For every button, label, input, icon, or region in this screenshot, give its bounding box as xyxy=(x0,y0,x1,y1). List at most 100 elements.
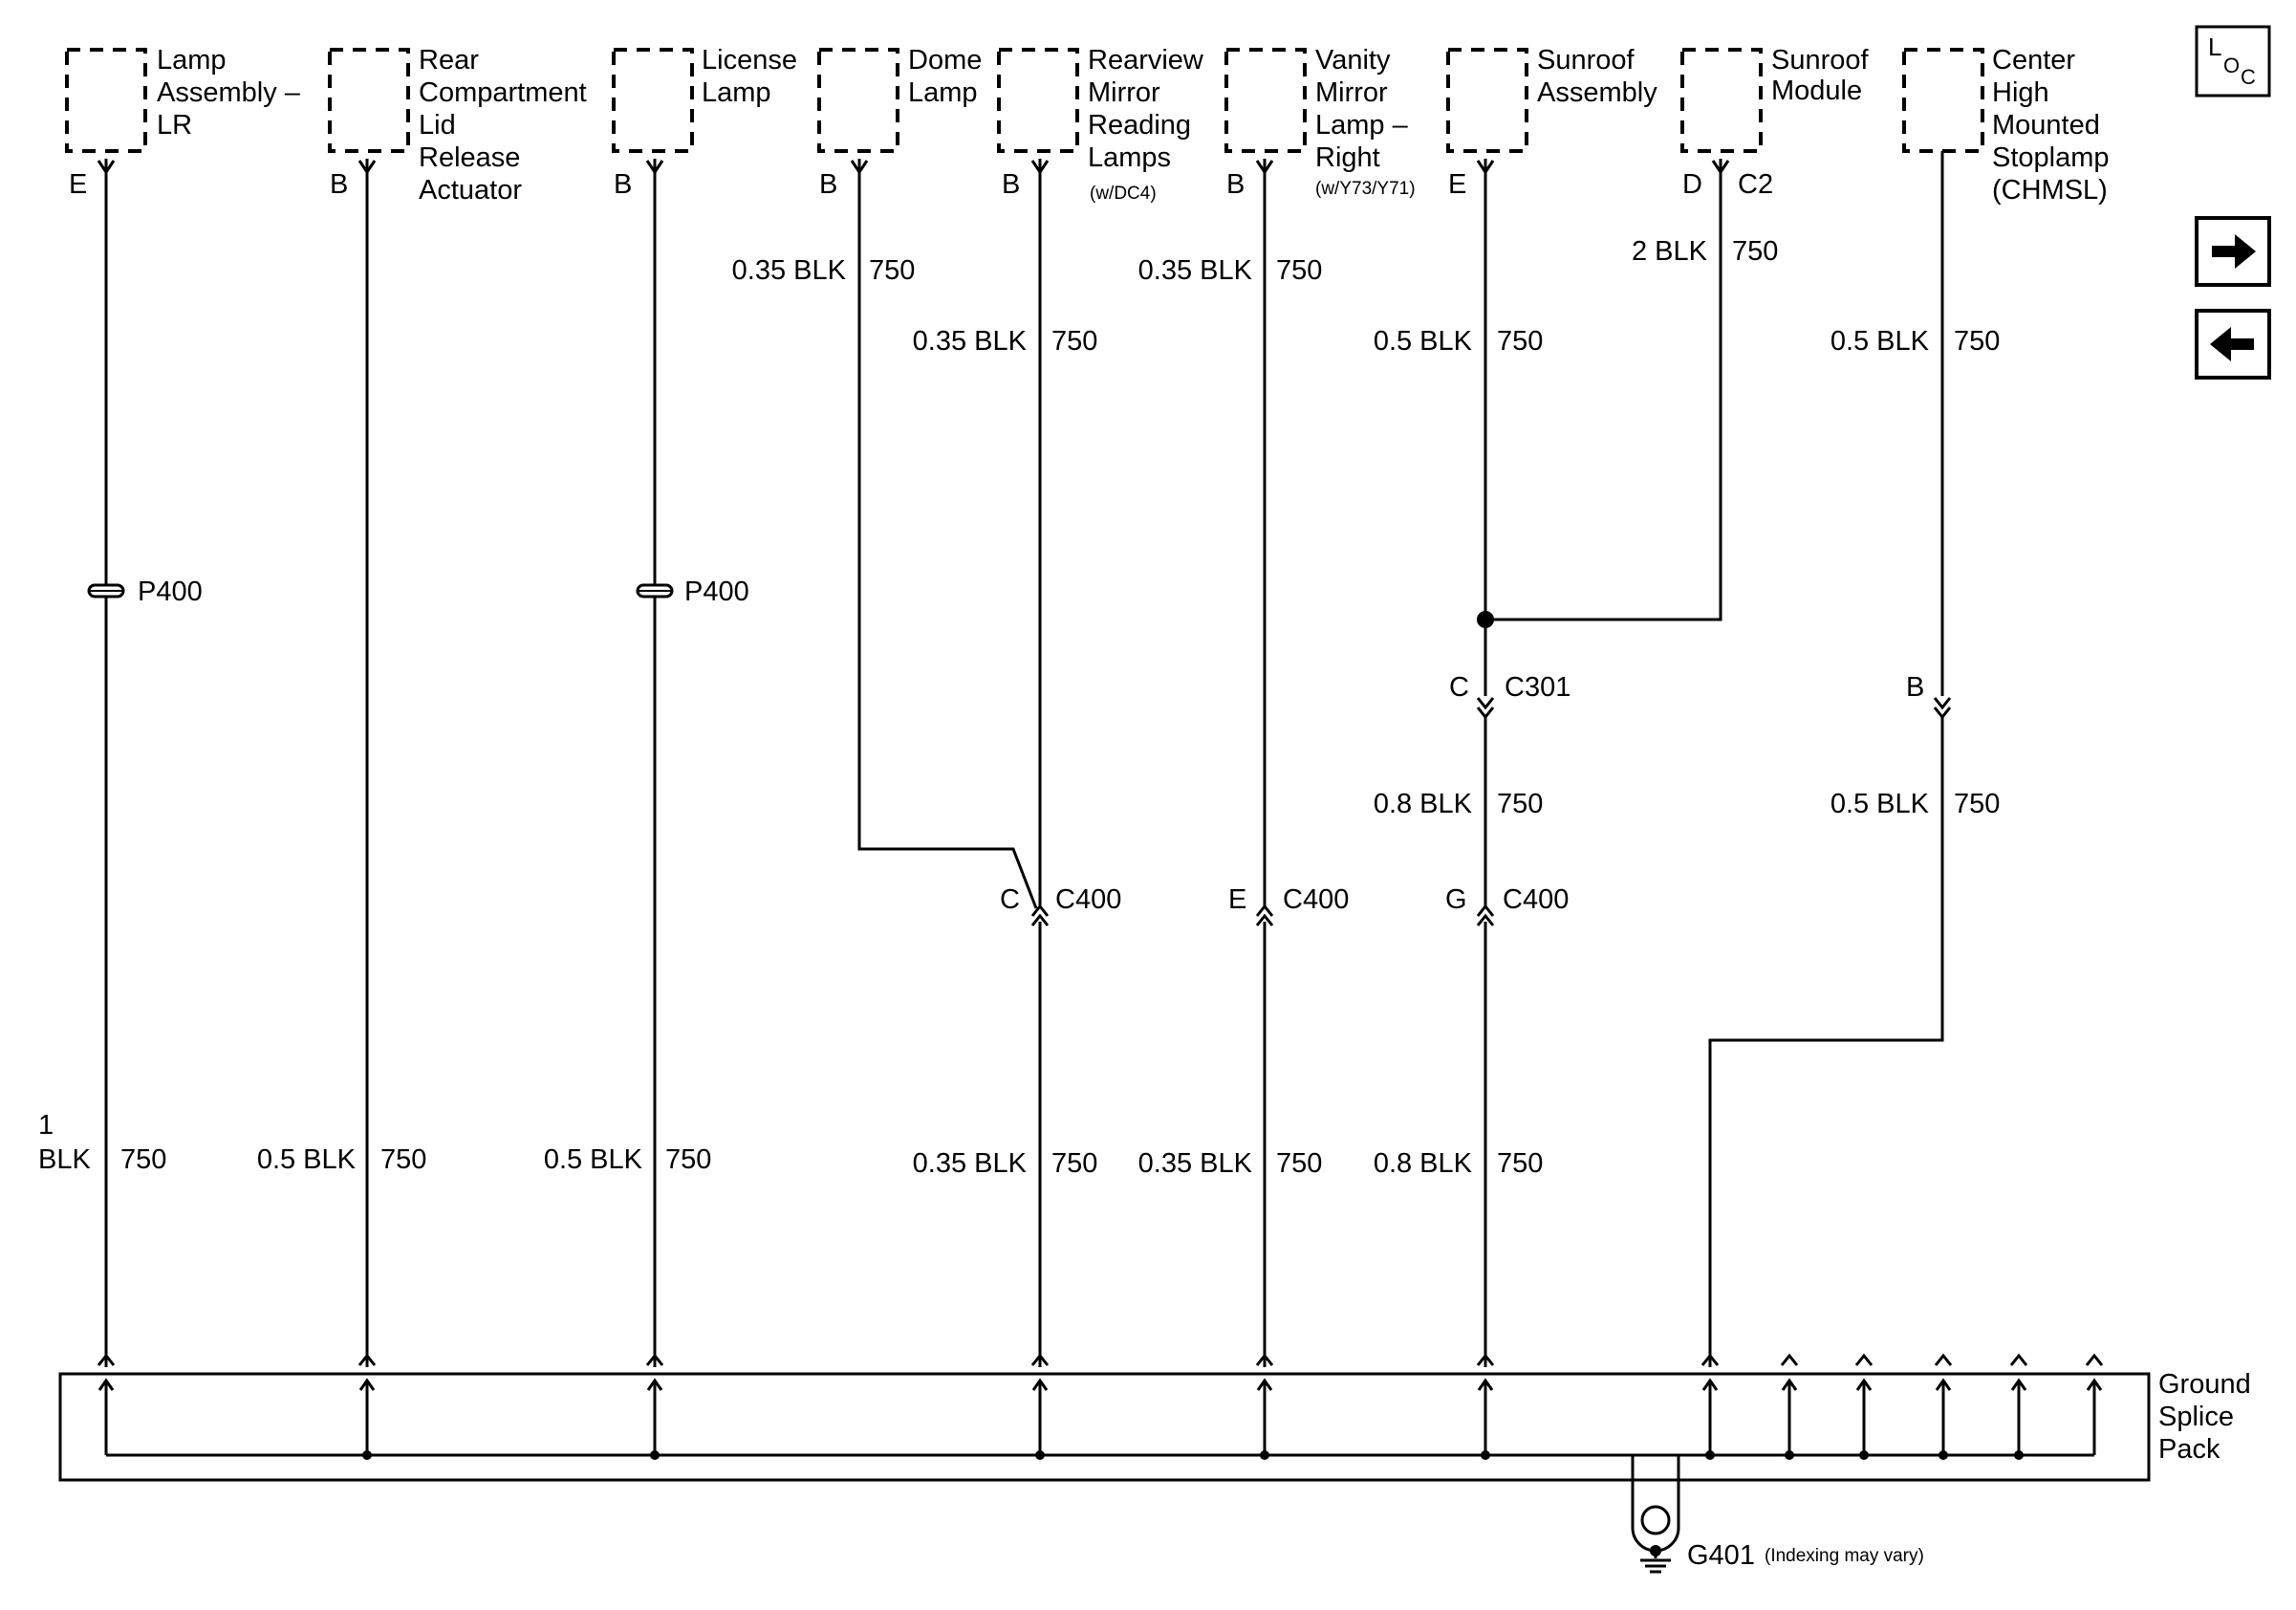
circuit-label-license: 750 xyxy=(665,1144,711,1175)
pin-sunroof-asm: E xyxy=(1448,169,1466,200)
wires xyxy=(104,151,1944,1367)
right-arrow-icon xyxy=(2212,234,2256,269)
lamp-lr-label: Lamp Assembly – LR xyxy=(157,45,308,141)
circuit-label-vanity-upper: 750 xyxy=(1276,255,1322,286)
pin-vanity: B xyxy=(1226,169,1245,200)
sunroof-mod-label: Sunroof Module xyxy=(1771,45,1876,106)
dome-label: Dome Lamp xyxy=(908,45,989,108)
c301-connectors: C C301 B xyxy=(1449,672,1952,720)
circuit-label-sunroof-asm-upper: 750 xyxy=(1497,326,1543,357)
wire-label-dome: 0.35 BLK xyxy=(732,255,847,286)
license-box xyxy=(612,48,694,153)
wire-label-sunroof-lower: 0.8 BLK xyxy=(1374,1148,1473,1179)
wire-label-sunroof-mid: 0.8 BLK xyxy=(1374,789,1473,819)
rearview-label: Rearview Mirror Reading Lamps xyxy=(1088,45,1211,173)
wire-label-vanity-lower: 0.35 BLK xyxy=(1138,1148,1253,1179)
lamp-lr-box xyxy=(65,48,147,153)
c400-rearview-pin: C xyxy=(1000,884,1020,915)
circuit-label-chmsl-upper: 750 xyxy=(1954,326,2000,357)
pin-lamp-lr: E xyxy=(69,169,87,200)
vanity-label: Vanity Mirror Lamp – Right xyxy=(1315,45,1416,173)
c400-sunroof-pin: G xyxy=(1445,884,1467,915)
circuit-label-lamp-lr: 750 xyxy=(120,1144,166,1175)
c400-sunroof-label: C400 xyxy=(1503,884,1569,915)
ground-note: (Indexing may vary) xyxy=(1765,1546,1924,1566)
bus-junction-dots xyxy=(362,1450,2024,1460)
wire-chmsl-lower xyxy=(1708,717,1944,1367)
splice-pack-label: Ground Splice Pack xyxy=(2158,1369,2259,1465)
loc-letter-l: L xyxy=(2208,33,2221,61)
dome-box xyxy=(817,48,899,153)
wire-label-rearview-lower: 0.35 BLK xyxy=(913,1148,1028,1179)
loc-button[interactable]: L O C xyxy=(2195,25,2271,98)
pin-labels: E B B B B B E D C2 xyxy=(69,169,1773,200)
wire-label-rear-lid: 0.5 BLK xyxy=(257,1144,357,1175)
inner-drops xyxy=(97,1378,2103,1455)
sunroof-asm-label: Sunroof Assembly xyxy=(1537,45,1657,108)
component-boxes xyxy=(65,48,1984,153)
license-label: License Lamp xyxy=(702,45,805,108)
circuit-label-rear-lid: 750 xyxy=(380,1144,426,1175)
wire-labels: 0.35 BLK 750 0.35 BLK 750 0.35 BLK 750 2… xyxy=(38,236,2000,1179)
wire-label-license: 0.5 BLK xyxy=(544,1144,643,1175)
vanity-option-note: (w/Y73/Y71) xyxy=(1315,179,1416,199)
component-labels: Lamp Assembly – LR Rear Compartment Lid … xyxy=(157,45,2117,206)
loc-letter-c: C xyxy=(2241,65,2256,89)
pin-sunroof-mod: D xyxy=(1682,169,1702,200)
c400-vanity-pin: E xyxy=(1228,884,1246,915)
circuit-label-sunroof-mid: 750 xyxy=(1497,789,1543,819)
splice-dot xyxy=(1477,611,1494,628)
wire-label-sunroof-asm-upper: 0.5 BLK xyxy=(1374,326,1473,357)
circuit-label-rearview-upper: 750 xyxy=(1051,326,1097,357)
vanity-box xyxy=(1224,48,1307,153)
wire-sunroof-mod xyxy=(1485,159,1722,621)
sunroof-mod-connector: C2 xyxy=(1738,169,1773,200)
p400-license-label: P400 xyxy=(684,577,749,607)
pin-rearview: B xyxy=(1002,169,1020,200)
sunroof-mod-box xyxy=(1680,48,1763,153)
c400-connectors: C C400 E C400 G C400 xyxy=(1000,884,1569,926)
left-arrow-icon xyxy=(2210,327,2254,361)
circuit-label-sunroof-lower: 750 xyxy=(1497,1148,1543,1179)
pin-license: B xyxy=(614,169,632,200)
sunroof-asm-box xyxy=(1446,48,1528,153)
wire-label-chmsl-upper: 0.5 BLK xyxy=(1830,326,1930,357)
ground-g401: G401 (Indexing may vary) xyxy=(1631,1455,1924,1574)
rear-lid-box xyxy=(328,48,410,153)
ground-eyelet xyxy=(1640,1505,1671,1535)
chmsl-box xyxy=(1902,48,1984,153)
chmsl-label: Center High Mounted Stoplamp (CHMSL) xyxy=(1992,45,2117,206)
wire-label-chmsl-mid: 0.5 BLK xyxy=(1830,789,1930,819)
entry-chevrons xyxy=(97,1353,2104,1366)
c301-pin: C xyxy=(1449,672,1469,703)
splice-pack-outline xyxy=(58,1372,2151,1482)
wire-label-lamp-lr-size: 1 xyxy=(38,1110,54,1141)
prev-page-button[interactable] xyxy=(2195,309,2271,380)
chmsl-pin: B xyxy=(1906,672,1924,703)
next-page-button[interactable] xyxy=(2195,216,2271,287)
wire-label-vanity-upper: 0.35 BLK xyxy=(1138,255,1253,286)
c400-vanity-label: C400 xyxy=(1283,884,1349,915)
c301-label: C301 xyxy=(1505,672,1570,703)
c400-rearview-label: C400 xyxy=(1055,884,1121,915)
wire-dome xyxy=(857,159,1038,909)
pin-dome: B xyxy=(819,169,837,200)
rear-lid-label: Rear Compartment Lid Release Actuator xyxy=(419,45,595,206)
circuit-label-rearview-lower: 750 xyxy=(1051,1148,1097,1179)
circuit-label-dome: 750 xyxy=(869,255,915,286)
circuit-label-vanity-lower: 750 xyxy=(1276,1148,1322,1179)
wire-label-lamp-lr-color: BLK xyxy=(38,1144,91,1175)
wire-label-rearview-upper: 0.35 BLK xyxy=(913,326,1028,357)
wire-label-sunroof-mod: 2 BLK xyxy=(1632,236,1708,267)
pin-rear-lid: B xyxy=(330,169,348,200)
ground-label: G401 xyxy=(1687,1540,1755,1571)
circuit-label-chmsl-mid: 750 xyxy=(1954,789,2000,819)
ground-dot xyxy=(1650,1545,1661,1556)
ground-splice-pack: Ground Splice Pack xyxy=(58,1353,2259,1482)
p400-lamp-lr-label: P400 xyxy=(138,577,203,607)
rearview-option-note: (w/DC4) xyxy=(1090,184,1157,204)
circuit-label-sunroof-mod: 750 xyxy=(1732,236,1778,267)
rearview-box xyxy=(997,48,1079,153)
loc-letter-o: O xyxy=(2223,54,2240,77)
